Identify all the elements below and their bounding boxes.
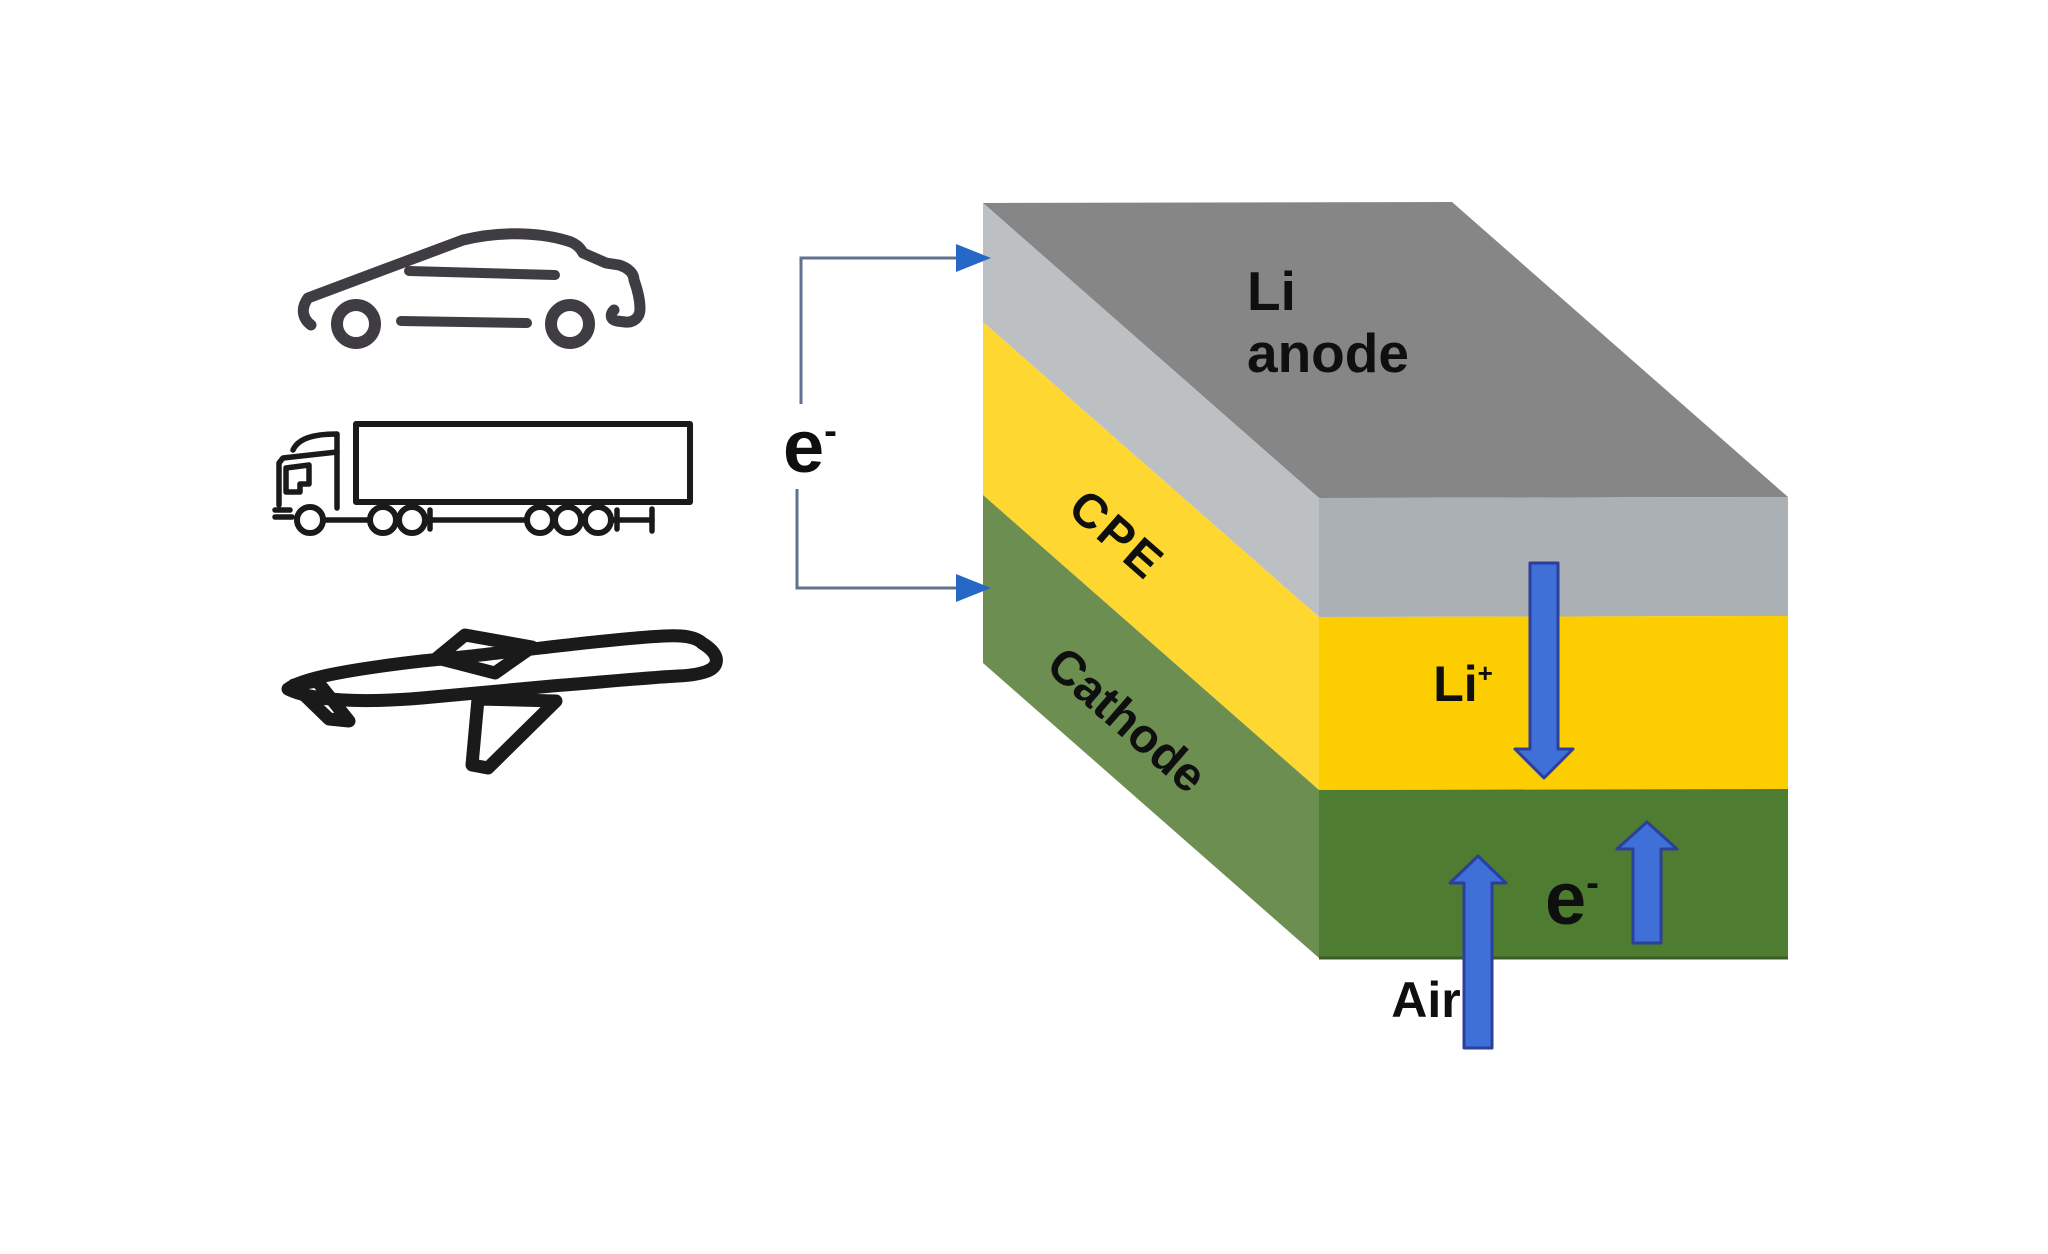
anode-front-strip [1319, 497, 1788, 617]
li-ion-label-sup: + [1477, 657, 1493, 688]
battery-box [983, 202, 1788, 960]
anode-side-band [983, 203, 1319, 617]
cpe-side-band [983, 322, 1319, 790]
electron-circuit-label-base: e [783, 405, 825, 489]
truck-icon [272, 421, 693, 536]
cathode-electron-label-sup: - [1586, 862, 1599, 906]
car-outline [297, 228, 646, 349]
cathode-electron-label: e- [1545, 860, 1599, 938]
electron-circuit-label-sup: - [824, 410, 837, 454]
truck-wheels [294, 504, 614, 536]
li-ion-label-base: Li [1433, 655, 1478, 712]
circuit-arrowhead-bottom [956, 574, 991, 602]
air-up-arrow [1448, 854, 1508, 1050]
li-anode-top-face [983, 202, 1788, 498]
li-anode-label: Li anode [1247, 260, 1409, 384]
electron-up-arrow [1615, 820, 1679, 945]
li-ion-down-arrow [1513, 561, 1575, 780]
circuit-wire-top [799, 256, 958, 404]
li-anode-label-line2: anode [1247, 322, 1409, 384]
flow-arrows [1448, 561, 1679, 1050]
electron-circuit-wires [795, 244, 991, 602]
cathode-electron-label-base: e [1545, 857, 1587, 941]
airplane-icon [281, 628, 723, 775]
li-ion-label: Li+ [1433, 658, 1493, 711]
li-anode-label-line1: Li [1247, 260, 1296, 322]
cathode-side-band [983, 495, 1319, 958]
air-label: Air [1391, 971, 1461, 1028]
circuit-wire-bottom [795, 489, 958, 590]
cathode-front-band [1319, 789, 1788, 958]
car-icon [297, 228, 646, 349]
airplane-outline [281, 628, 723, 775]
truck-outline [272, 421, 693, 536]
circuit-arrowhead-top [956, 244, 991, 272]
electron-circuit-label: e- [783, 408, 837, 486]
